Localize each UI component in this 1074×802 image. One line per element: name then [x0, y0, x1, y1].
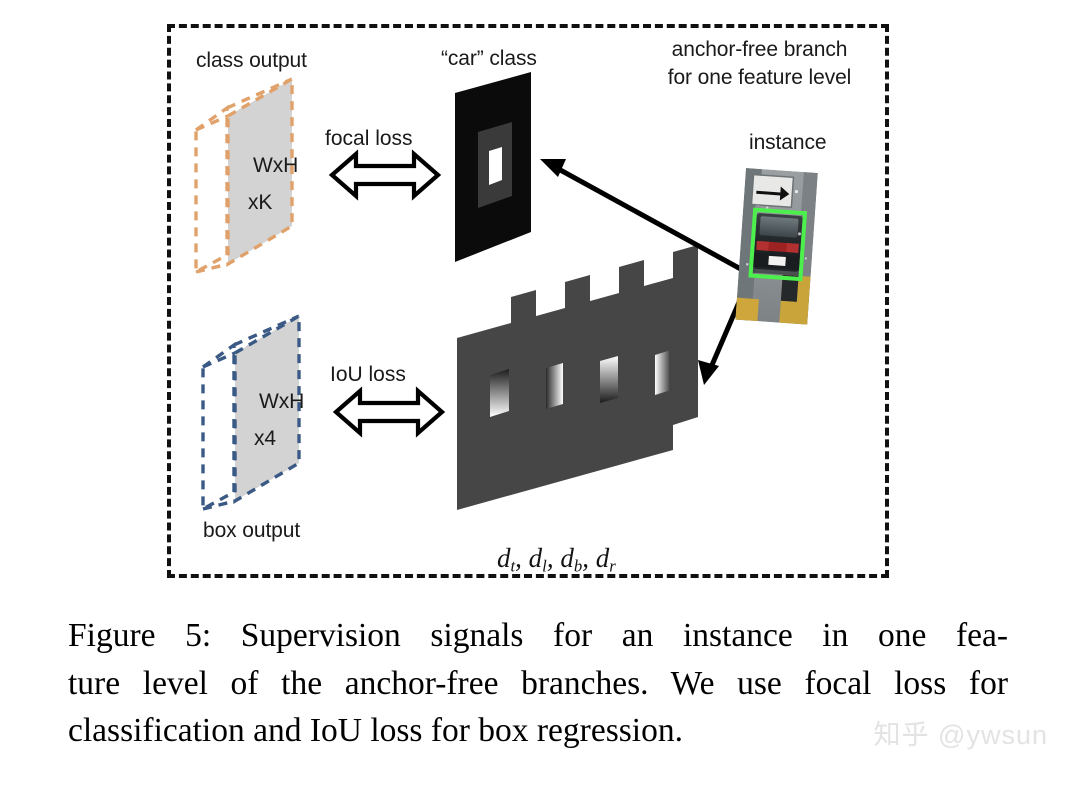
anchor-free-branch-frame — [167, 24, 889, 578]
box-output-label: box output — [203, 519, 301, 542]
d-b-symbol: db — [560, 543, 583, 576]
class-tensor-dim-line1: WxH — [253, 154, 299, 177]
box-tensor-dim-line1: WxH — [259, 390, 305, 413]
box-tensor-dim-line2: x4 — [254, 427, 276, 450]
focal-loss-label: focal loss — [325, 127, 413, 150]
caption-line-3: classification and IoU loss for box regr… — [68, 712, 683, 750]
class-tensor-dim-line2: xK — [248, 191, 273, 214]
class-output-label: class output — [196, 49, 307, 72]
d-l-symbol: dl — [528, 543, 547, 576]
caption-line-1: Figure 5: Supervision signals for an ins… — [68, 617, 1008, 654]
figure-caption: Figure 5: Supervision signals for an ins… — [68, 612, 1008, 755]
caption-line-2: ture level of the anchor-free branches. … — [68, 664, 1008, 702]
distance-maps-label: dt, dl, db, dr — [497, 543, 616, 576]
d-r-symbol: dr — [595, 543, 616, 576]
iou-loss-label: IoU loss — [330, 363, 406, 386]
d-t-symbol: dt — [497, 543, 516, 576]
instance-label: instance — [749, 131, 827, 154]
watermark: 知乎 @ywsun — [873, 720, 1048, 750]
car-class-label: “car” class — [441, 47, 537, 70]
anchor-free-branch-label: anchor-free branch for one feature level — [667, 38, 852, 89]
